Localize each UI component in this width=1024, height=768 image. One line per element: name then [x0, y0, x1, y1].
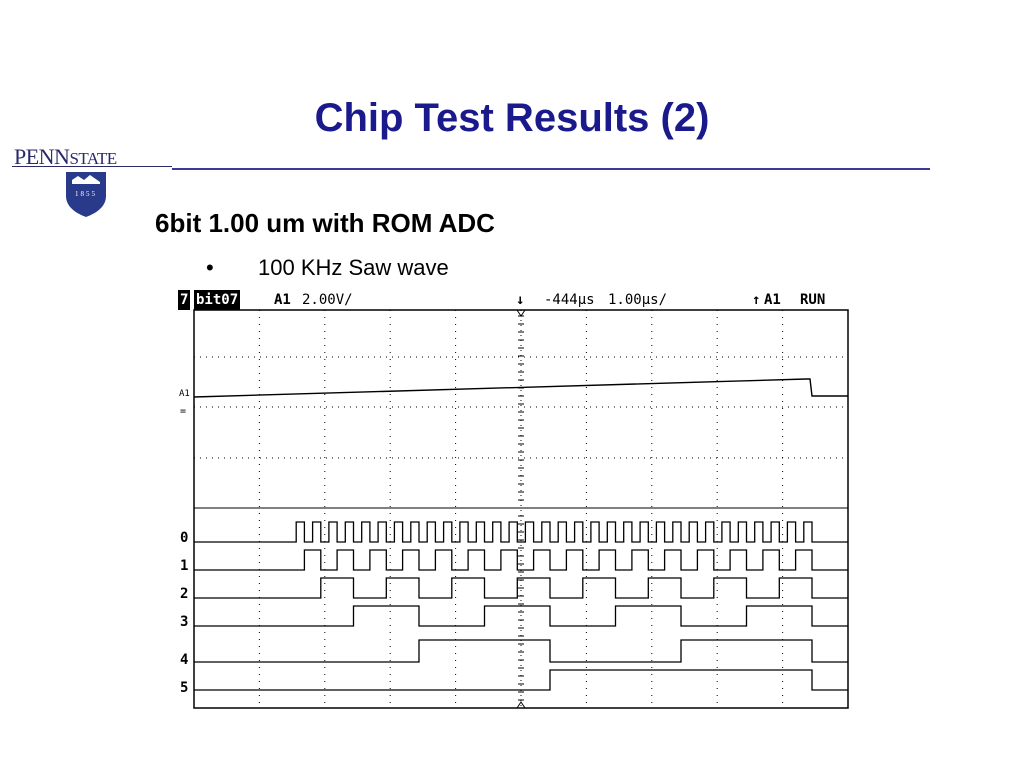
volts-per-div: 2.00V/ [302, 292, 353, 308]
scope-traces [193, 378, 848, 691]
analog-channel-label: A1 [179, 389, 190, 399]
trigger-source: A1 [764, 292, 781, 308]
channel-label: bit07 [194, 290, 241, 310]
oscilloscope-screenshot: 7 bit07 A1 2.00V/ ↓ -444µs 1.00µs/ ↑ A1 … [178, 290, 850, 710]
title-rule [172, 168, 930, 170]
digital-label-2: 2 [180, 586, 188, 602]
digital-label-0: 0 [180, 530, 188, 546]
trigger-edge-icon: ↑ [752, 292, 761, 308]
pennstate-logo: PENNSTATE 1855 [12, 144, 172, 224]
digital-label-3: 3 [180, 614, 188, 630]
digital-trace-bit-3 [194, 605, 848, 627]
bullet-dot-icon: • [206, 255, 214, 280]
digital-trace-bit-0 [194, 521, 848, 543]
scope-frame [193, 309, 849, 709]
digital-label-5: 5 [180, 680, 188, 696]
digital-trace-bit-5 [194, 669, 848, 691]
digital-trace-bit-1 [194, 549, 848, 571]
logo-year: 1855 [75, 190, 97, 198]
channel-number: 7 [178, 290, 191, 310]
trigger-top-marker [516, 309, 526, 317]
analog-saw-trace [193, 378, 848, 398]
logo-word-state: STATE [69, 149, 117, 168]
time-per-div: 1.00µs/ [608, 292, 668, 308]
scope-status-bar: 7 bit07 A1 2.00V/ ↓ -444µs 1.00µs/ ↑ A1 … [178, 290, 850, 310]
scope-grid [194, 309, 848, 709]
trigger-bottom-marker [516, 701, 526, 709]
run-state: RUN [800, 292, 826, 308]
digital-label-4: 4 [180, 652, 188, 668]
trigger-position: -444µs [544, 292, 595, 308]
bullet-text: 100 KHz Saw wave [258, 255, 449, 280]
digital-label-1: 1 [180, 558, 188, 574]
trigger-marker-icon: ↓ [516, 292, 525, 308]
logo-word-penn: PENN [14, 144, 70, 169]
digital-trace-bit-4 [194, 639, 848, 663]
channel-a1-label: A1 [274, 292, 291, 308]
analog-ground-marker: = [180, 406, 186, 417]
digital-trace-bit-2 [194, 577, 848, 599]
logo-wordmark: PENNSTATE [14, 144, 117, 170]
shield-icon: 1855 [66, 172, 106, 217]
slide-title: Chip Test Results (2) [314, 96, 710, 140]
logo-underline [12, 166, 172, 167]
section-heading: 6bit 1.00 um with ROM ADC [155, 208, 495, 238]
scope-display: A1 = 0 1 2 3 4 5 [179, 309, 849, 709]
bullet-item: • 100 KHz Saw wave [206, 255, 449, 281]
